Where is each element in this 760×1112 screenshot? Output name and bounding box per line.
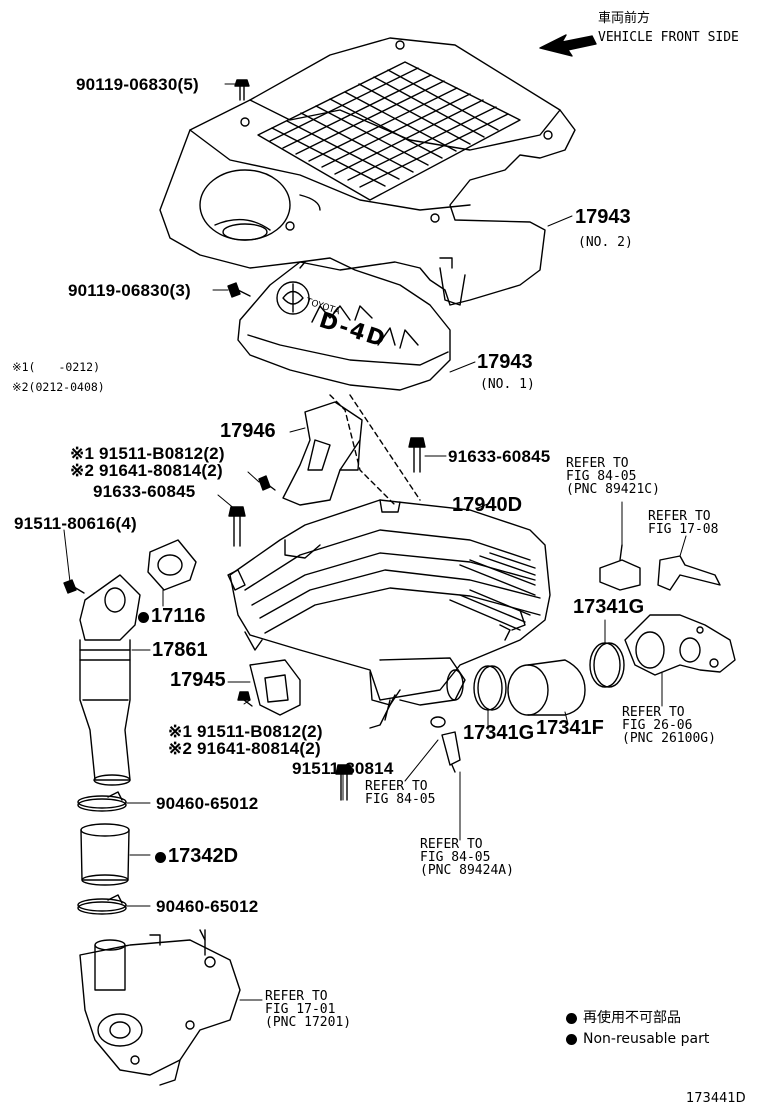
- clamp-upper-icon: [77, 791, 127, 812]
- date-note-2: ※2(0212-0408): [12, 380, 105, 394]
- hose-17342d-shape: [80, 823, 130, 886]
- part-label-clamp-right[interactable]: 17341G: [573, 596, 645, 618]
- part-label-cover-no1[interactable]: 17943: [477, 351, 533, 373]
- part-label-hose-17341f[interactable]: 17341F: [536, 717, 604, 739]
- gasket-pn-text: 17116: [151, 605, 206, 627]
- legend-jp-text: 再使用不可部品: [583, 1010, 681, 1026]
- ref-fig-1708[interactable]: REFER TO FIG 17-08: [648, 510, 718, 536]
- ref-line: FIG 17-01: [265, 1002, 336, 1017]
- throttle-body-shape: [624, 614, 736, 676]
- clamp-17341g-mid-icon: [473, 665, 507, 711]
- ref-fig-8405-a[interactable]: REFER TO FIG 84-05 (PNC 89421C): [566, 457, 660, 496]
- turbocharger-shape: [79, 929, 241, 1086]
- ref-fig-8405-c[interactable]: REFER TO FIG 84-05 (PNC 89424A): [420, 838, 514, 877]
- bolt-60845-left-icon: [228, 506, 246, 547]
- non-reusable-dot-icon: [155, 852, 166, 863]
- leader-lines: [63, 83, 687, 1001]
- ref-line: REFER TO: [566, 456, 629, 471]
- part-label-bolt-b[interactable]: 91633-60845: [448, 447, 551, 466]
- ref-line: REFER TO: [648, 509, 711, 524]
- part-label-hose-17342d[interactable]: 17342D: [155, 846, 238, 866]
- part-label-bracket-17946[interactable]: 17946: [220, 420, 276, 442]
- ref-line: (PNC 26100G): [622, 731, 716, 746]
- ref-line: REFER TO: [420, 837, 483, 852]
- non-reusable-dot-icon: [138, 612, 149, 623]
- ref-fig-1701[interactable]: REFER TO FIG 17-01 (PNC 17201): [265, 990, 351, 1029]
- vehicle-front-label-en: VEHICLE FRONT SIDE: [598, 30, 739, 45]
- ref-line: FIG 84-05: [566, 469, 637, 484]
- part-label-bolt-mid[interactable]: 90119-06830(3): [68, 281, 191, 300]
- vehicle-front-label-jp: 車両前方: [598, 11, 651, 26]
- legend-dot-icon: [566, 1033, 577, 1045]
- legend-jp: 再使用不可部品: [566, 1011, 681, 1025]
- bolt-top-icon: [234, 79, 250, 101]
- date-note-1: ※1( -0212): [12, 360, 101, 374]
- diagram-id: 173441D: [686, 1091, 746, 1106]
- gasket-17116-shape: [147, 539, 197, 591]
- part-label-bolt-f[interactable]: 91511-80814: [292, 759, 394, 778]
- legend-en-text: Non-reusable part: [583, 1031, 710, 1047]
- ref-line: (PNC 89421C): [566, 482, 660, 497]
- ref-line: REFER TO: [265, 989, 328, 1004]
- bracket-17946-shape: [282, 401, 363, 506]
- part-sub-cover-no2: (NO. 2): [578, 235, 633, 250]
- part-label-bolt-c[interactable]: 91633-60845: [93, 482, 196, 501]
- ref-line: (PNC 89424A): [420, 863, 514, 878]
- ref-line: (PNC 17201): [265, 1015, 352, 1030]
- clamp-17341g-right-icon: [589, 642, 625, 688]
- bolt-60845-right-icon: [408, 437, 426, 473]
- alignment-dashes: [329, 394, 421, 506]
- sensor-89421c-shape: [599, 544, 641, 591]
- part-label-clamp-1[interactable]: 90460-65012: [156, 794, 259, 813]
- part-label-pipe[interactable]: 17861: [152, 639, 208, 661]
- ref-line: REFER TO: [365, 779, 428, 794]
- part-label-bolt-top[interactable]: 90119-06830(5): [76, 75, 199, 94]
- part-label-bolt-a2[interactable]: ※2 91641-80814(2): [70, 461, 223, 480]
- intake-pipe-17861-shape: [79, 574, 141, 786]
- part-label-clamp-2[interactable]: 90460-65012: [156, 897, 259, 916]
- legend-dot-icon: [566, 1012, 577, 1024]
- part-label-bracket-17945[interactable]: 17945: [170, 669, 226, 691]
- bracket-1708-shape: [657, 555, 721, 591]
- ref-line: FIG 84-05: [365, 792, 436, 807]
- clamp-lower-icon: [77, 894, 127, 915]
- hose-17341f-shape: [507, 659, 586, 716]
- ref-fig-8405-b[interactable]: REFER TO FIG 84-05: [365, 780, 435, 806]
- part-label-bolt-a1[interactable]: ※1 91511-B0812(2): [70, 444, 225, 463]
- ref-fig-2606[interactable]: REFER TO FIG 26-06 (PNC 26100G): [622, 706, 716, 745]
- sensor-89424a-shape: [430, 716, 461, 773]
- ref-line: FIG 17-08: [648, 522, 719, 537]
- part-label-bolt-d[interactable]: 91511-80616(4): [14, 514, 137, 533]
- bolt-mid-icon: [227, 282, 251, 298]
- ref-line: FIG 26-06: [622, 718, 693, 733]
- part-label-gasket[interactable]: 17116: [138, 606, 206, 626]
- part-label-cover-no2[interactable]: 17943: [575, 206, 631, 228]
- ref-line: REFER TO: [622, 705, 685, 720]
- legend-en: Non-reusable part: [566, 1032, 709, 1046]
- vehicle-front-arrow-icon: [539, 34, 597, 57]
- part-sub-cover-no1: (NO. 1): [480, 377, 535, 392]
- bolt-b0812-icon: [258, 475, 276, 491]
- part-label-bolt-e2[interactable]: ※2 91641-80814(2): [168, 739, 321, 758]
- part-label-bolt-e1[interactable]: ※1 91511-B0812(2): [168, 722, 323, 741]
- intercooler-shape: [227, 499, 551, 729]
- bolt-80814-icon: [335, 764, 353, 801]
- engine-cover-no1-shape: [237, 257, 451, 391]
- part-label-clamp-mid[interactable]: 17341G: [463, 722, 535, 744]
- bracket-17945-shape: [249, 659, 301, 716]
- bolt-80616-icon: [63, 579, 85, 594]
- part-label-intercooler[interactable]: 17940D: [452, 494, 523, 516]
- hose2-pn-text: 17342D: [168, 845, 239, 867]
- engine-cover-no2-shape: [159, 37, 576, 306]
- ref-line: FIG 84-05: [420, 850, 491, 865]
